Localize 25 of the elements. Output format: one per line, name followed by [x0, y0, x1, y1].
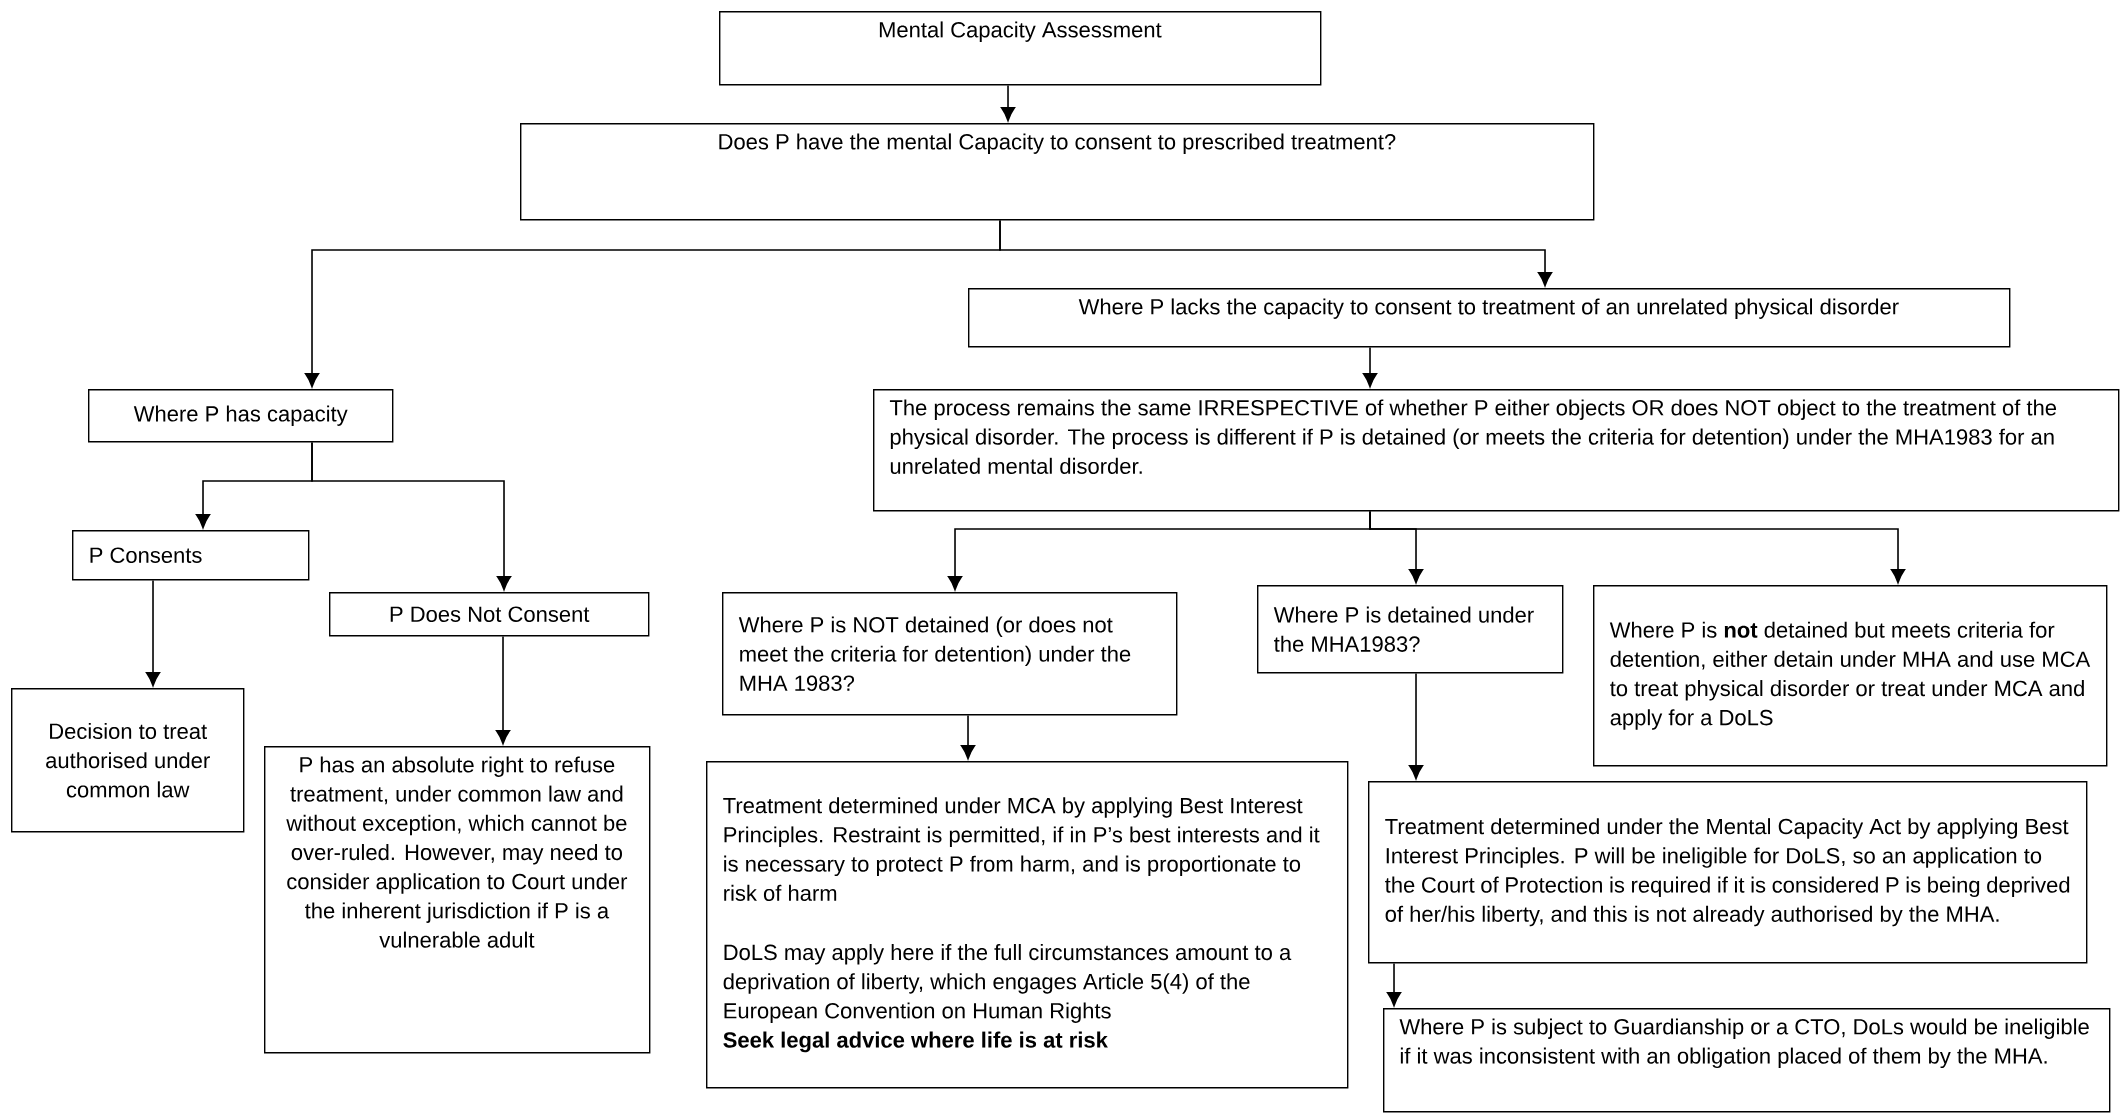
process-box: Decision to treat authorised under common law	[11, 688, 245, 833]
arrow	[1000, 84, 1016, 122]
arrow	[495, 635, 511, 745]
arrow	[145, 579, 161, 687]
arrow	[1362, 346, 1378, 388]
arrow	[1369, 510, 1906, 584]
arrow	[1408, 672, 1424, 780]
process-box: Where P is detained under the MHA1983?	[1257, 585, 1564, 674]
arrow	[311, 441, 512, 591]
process-box: Where P is subject to Guardianship or a CTO, DoLs would be ineligible if it was inconsistent with an obligation placed of them by the MHA.	[1383, 1008, 2111, 1113]
process-box: Treatment determined under the Mental Capacity Act by applying Best Interest Principles. P will be ineligible for DoLS, so an application to the Court of Protection is required if it is considered P is being deprived of her/his liberty, and this is not already authorised by the MHA.	[1368, 781, 2088, 964]
process-box: P Consents	[72, 530, 310, 581]
process-box: Treatment determined under MCA by applying Best Interest Principles. Restraint is permitted, if in P’s best interests and it is necessary to protect P from harm, and is proportionate to risk of harm DoLS may apply here if the full circumstances amount to a deprivation of liberty, which engages Article 5(4) of the European Convention on Human Rights Seek legal advice where life is at risk	[706, 761, 1349, 1089]
arrow	[999, 219, 1553, 287]
process-box: Where P is not detained but meets criteria for detention, either detain under MHA and use MCA to treat physical disorder or treat under MCA and apply for a DoLS	[1593, 585, 2108, 767]
process-box: Where P is NOT detained (or does not meet the criteria for detention) under the MHA 1983?	[722, 592, 1178, 716]
process-box: Mental Capacity Assessment	[719, 11, 1322, 86]
process-box: P has an absolute right to refuse treatment, under common law and without exception, which cannot be over-ruled. However, may need to consider application to Court under the inherent jurisdiction if P is a vulnerable adult	[264, 746, 651, 1054]
process-box: P Does Not Consent	[329, 592, 650, 637]
process-box: Where P has capacity	[88, 389, 394, 443]
process-box: Does P have the mental Capacity to consent to prescribed treatment?	[520, 123, 1595, 221]
arrow	[960, 714, 976, 760]
arrow	[1386, 962, 1402, 1007]
process-box: The process remains the same IRRESPECTIVE of whether P either objects OR does NOT object to the treatment of the physical disorder. The process is different if P is detained (or meets the criteria for detention) under the MHA1983 for an unrelated mental disorder.	[873, 389, 2120, 512]
process-box: Where P lacks the capacity to consent to treatment of an unrelated physical disorder	[968, 288, 2011, 348]
